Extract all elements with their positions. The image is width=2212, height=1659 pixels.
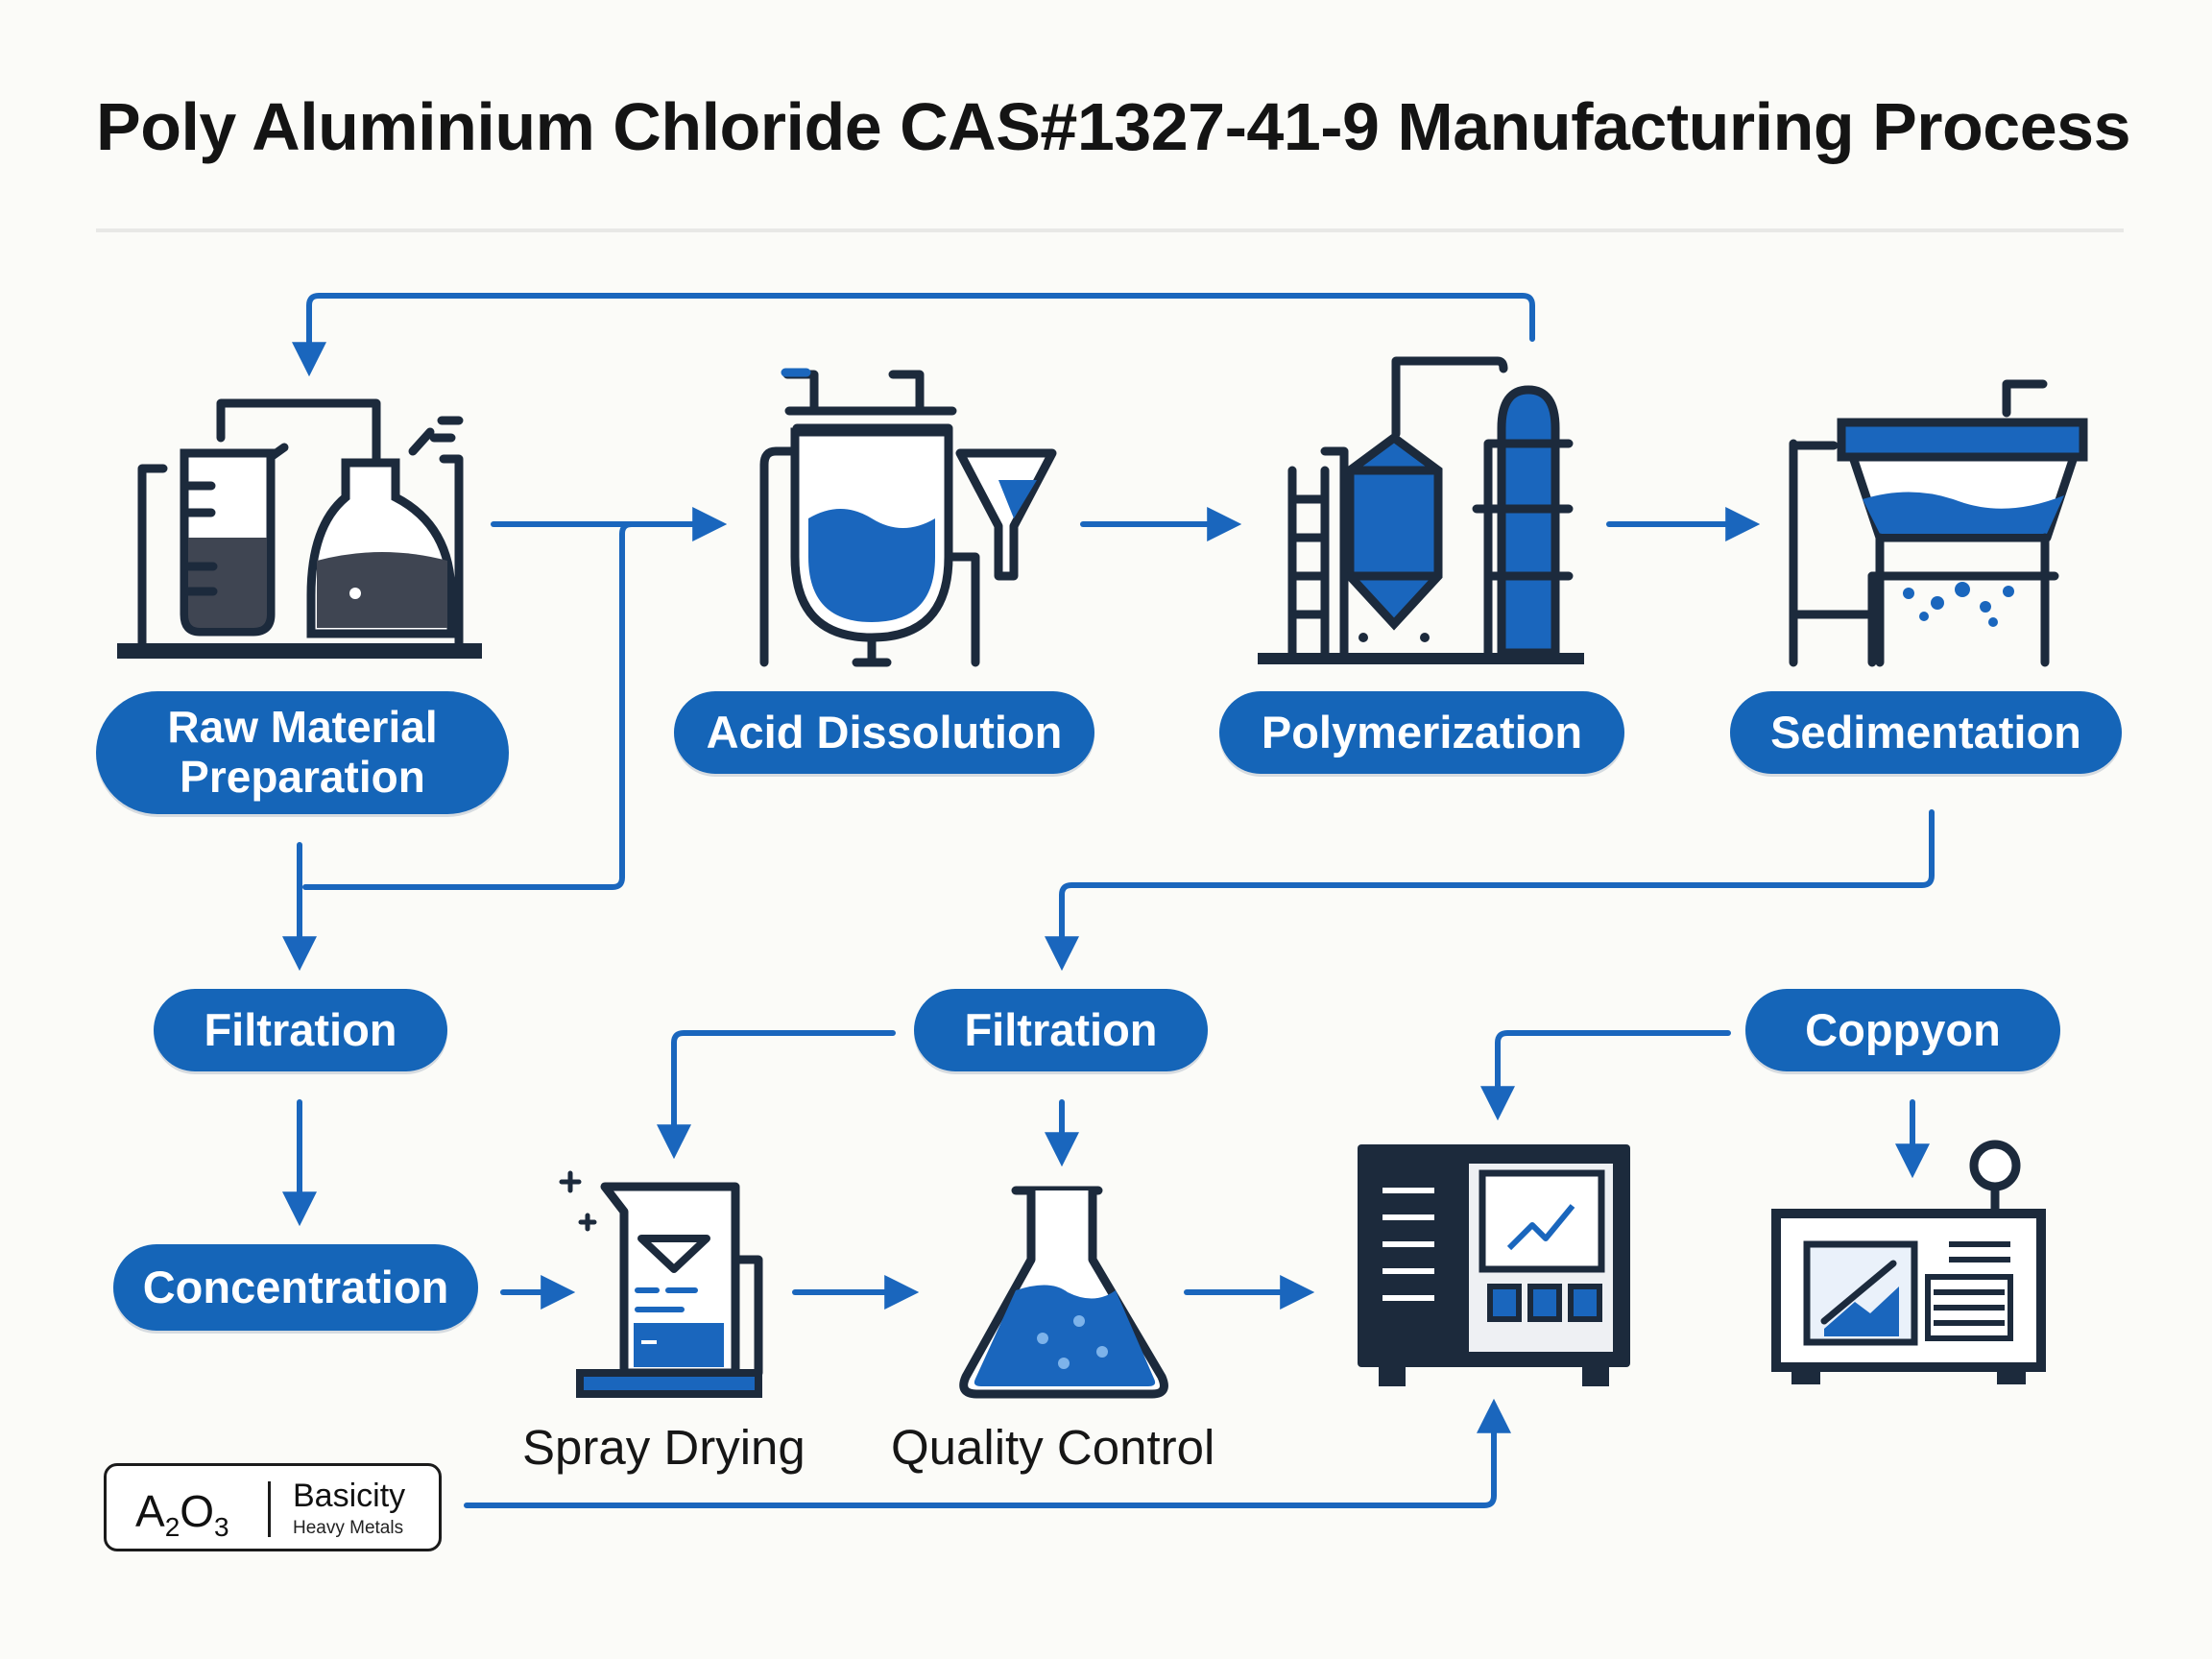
caption-quality-control: Quality Control xyxy=(891,1420,1215,1475)
step-concentration: Concentration xyxy=(113,1244,478,1331)
legend-box: A2O3 Basicity Heavy Metals xyxy=(104,1463,442,1551)
erlenmeyer-flask-icon xyxy=(959,1186,1168,1399)
formula-a: A xyxy=(135,1486,165,1536)
loop-back-arrow xyxy=(292,293,1535,377)
legend-separator xyxy=(268,1481,271,1537)
monitoring-machine-icon xyxy=(1771,1140,2046,1384)
arrow-coppyon-to-panel xyxy=(1480,1030,1731,1121)
step-filtration-left: Filtration xyxy=(154,989,447,1071)
connectors xyxy=(282,293,1935,1508)
dissolution-reactor-icon xyxy=(759,368,1057,667)
lab-glassware-icon xyxy=(117,398,482,659)
formula-sub2: 3 xyxy=(214,1512,229,1543)
legend-basicity: Basicity xyxy=(293,1478,406,1514)
arrow-legend-to-panel xyxy=(464,1398,1511,1508)
legend-formula: A2O3 xyxy=(135,1485,229,1543)
polymerization-tower-icon xyxy=(1258,356,1584,664)
step-filtration-center: Filtration xyxy=(914,989,1208,1071)
legend-heavy-metals: Heavy Metals xyxy=(293,1518,404,1538)
arrow-sed-to-filtration xyxy=(1045,809,1935,972)
caption-spray-drying: Spray Drying xyxy=(522,1420,805,1475)
spray-dryer-icon xyxy=(559,1170,763,1398)
formula-o: O xyxy=(180,1486,215,1536)
title-divider xyxy=(96,228,2124,232)
step-acid-dissolution: Acid Dissolution xyxy=(674,691,1094,774)
arrow-branch-to-acid xyxy=(302,521,635,890)
step-polymerization: Polymerization xyxy=(1219,691,1624,774)
step-coppyon: Coppyon xyxy=(1745,989,2060,1071)
step-raw-material-preparation: Raw Material Preparation xyxy=(96,691,509,814)
page-title: Poly Aluminium Chloride CAS#1327-41-9 Ma… xyxy=(96,89,2131,164)
control-panel-icon xyxy=(1358,1144,1630,1386)
arrow-filtration-to-spray xyxy=(657,1030,896,1160)
step-sedimentation: Sedimentation xyxy=(1730,691,2122,774)
sedimentation-tank-icon xyxy=(1789,379,2088,667)
formula-sub1: 2 xyxy=(164,1512,180,1543)
